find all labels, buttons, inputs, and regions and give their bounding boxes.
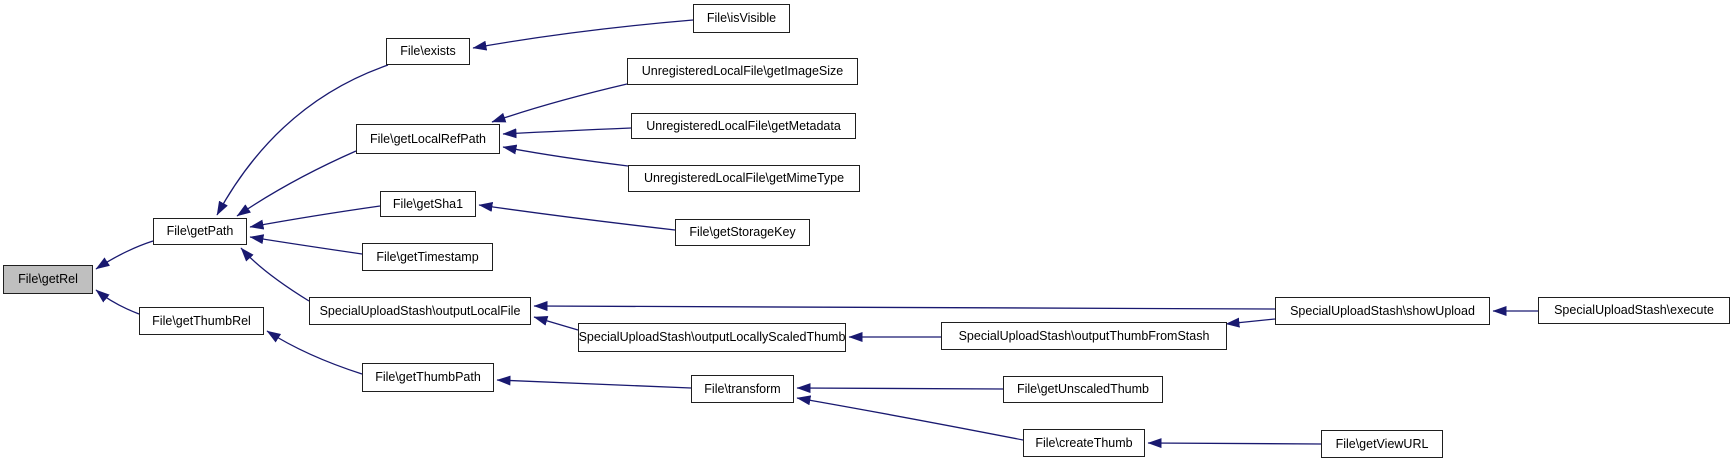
edge-unregisteredlocalfile-getmimetype-to-file-getlocalrefpath — [502, 144, 629, 167]
graph-node-file-getthumbrel[interactable]: File\getThumbRel — [139, 307, 264, 335]
edge-file-getsha1-to-file-getpath — [249, 205, 381, 230]
graph-node-specialuploadstash-showupload[interactable]: SpecialUploadStash\showUpload — [1275, 297, 1490, 325]
graph-node-file-exists[interactable]: File\exists — [386, 38, 470, 65]
graph-node-file-getrel: File\getRel — [3, 265, 93, 294]
graph-node-specialuploadstash-outputlocallyscaledthumb[interactable]: SpecialUploadStash\outputLocallyScaledTh… — [578, 323, 846, 352]
edge-file-getthumbpath-to-file-getthumbrel — [266, 330, 363, 375]
edge-file-getthumbrel-to-file-getrel — [95, 289, 140, 315]
edge-file-transform-to-file-getthumbpath — [496, 375, 692, 389]
graph-node-unregisteredlocalfile-getimagesize[interactable]: UnregisteredLocalFile\getImageSize — [627, 58, 858, 85]
graph-node-specialuploadstash-execute[interactable]: SpecialUploadStash\execute — [1538, 297, 1730, 324]
graph-node-file-isvisible[interactable]: File\isVisible — [693, 4, 790, 33]
edge-file-getpath-to-file-getrel — [95, 240, 154, 270]
edge-file-getunscaledthumb-to-file-transform — [796, 383, 1004, 394]
graph-node-specialuploadstash-outputthumbfromstash[interactable]: SpecialUploadStash\outputThumbFromStash — [941, 322, 1227, 350]
graph-node-file-gettimestamp[interactable]: File\getTimestamp — [362, 243, 493, 271]
edge-specialuploadstash-showupload-to-specialuploadstash-outputlocalfile — [533, 301, 1276, 312]
graph-node-file-getlocalrefpath[interactable]: File\getLocalRefPath — [356, 124, 500, 154]
graph-node-unregisteredlocalfile-getmimetype[interactable]: UnregisteredLocalFile\getMimeType — [628, 165, 860, 192]
graph-node-file-createthumb[interactable]: File\createThumb — [1023, 429, 1145, 457]
graph-node-file-transform[interactable]: File\transform — [691, 375, 794, 403]
graph-node-file-getthumbpath[interactable]: File\getThumbPath — [362, 363, 494, 392]
graph-node-file-getpath[interactable]: File\getPath — [153, 218, 247, 245]
edge-file-getviewurl-to-file-createthumb — [1147, 438, 1322, 449]
graph-node-file-getviewurl[interactable]: File\getViewURL — [1321, 430, 1443, 458]
edge-specialuploadstash-showupload-to-specialuploadstash-outputthumbfromstash — [1225, 317, 1276, 328]
edge-unregisteredlocalfile-getimagesize-to-file-getlocalrefpath — [491, 83, 628, 123]
edge-file-getstoragekey-to-file-getsha1 — [478, 201, 676, 231]
edge-file-createthumb-to-file-transform — [796, 395, 1024, 441]
edge-file-isvisible-to-file-exists — [472, 19, 694, 51]
edge-specialuploadstash-outputlocallyscaledthumb-to-specialuploadstash-outputlocalfile — [533, 316, 579, 331]
graph-node-file-getstoragekey[interactable]: File\getStorageKey — [675, 219, 810, 246]
edge-file-gettimestamp-to-file-getpath — [249, 234, 363, 255]
edge-unregisteredlocalfile-getmetadata-to-file-getlocalrefpath — [502, 127, 632, 139]
graph-node-specialuploadstash-outputlocalfile[interactable]: SpecialUploadStash\outputLocalFile — [309, 297, 531, 325]
graph-node-unregisteredlocalfile-getmetadata[interactable]: UnregisteredLocalFile\getMetadata — [631, 113, 856, 139]
graph-node-file-getunscaledthumb[interactable]: File\getUnscaledThumb — [1003, 376, 1163, 403]
edge-file-exists-to-file-getpath — [216, 64, 389, 216]
edge-file-getlocalrefpath-to-file-getpath — [236, 150, 357, 217]
edge-specialuploadstash-outputlocalfile-to-file-getpath — [240, 247, 310, 302]
graph-node-file-getsha1[interactable]: File\getSha1 — [380, 191, 476, 217]
